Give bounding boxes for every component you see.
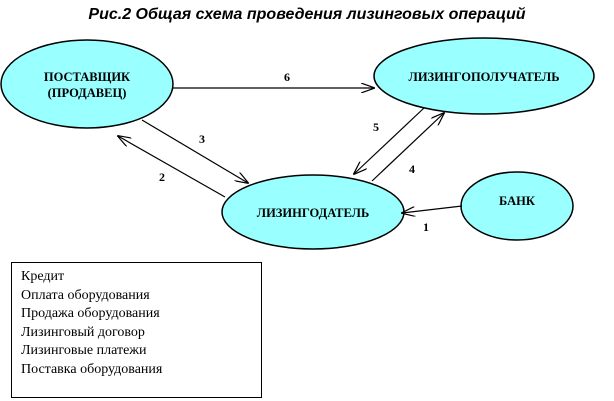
arrow-number-1: 1 (423, 220, 429, 234)
arrow-number-6: 6 (284, 70, 290, 84)
lessee-label: ЛИЗИНГОПОЛУЧАТЕЛЬ (409, 70, 560, 84)
arrow-lessee-to-lessor (354, 107, 425, 174)
arrow-lessor-to-lessee (371, 113, 444, 182)
legend-item-1: Кредит (21, 269, 65, 284)
legend-item-2: Оплата оборудования (21, 287, 150, 303)
legend-box: Кредит Оплата оборудования Продажа обору… (11, 262, 262, 398)
arrow-number-2: 2 (159, 170, 165, 184)
arrow-number-4: 4 (409, 162, 415, 176)
arrow-bank-to-lessor (402, 205, 463, 213)
arrow-number-5: 5 (373, 120, 379, 134)
arrow-number-3: 3 (199, 132, 205, 146)
diagram-title: Рис.2 Общая схема проведения лизинговых … (88, 6, 526, 23)
arrow-lessor-to-supplier (118, 136, 226, 198)
arrow-supplier-to-lessor (141, 119, 248, 183)
supplier-label-line1: ПОСТАВЩИК (44, 70, 130, 84)
legend-item-6: Поставка оборудования (21, 361, 163, 377)
legend-item-3: Продажа оборудования (21, 306, 160, 321)
legend-item-4: Лизинговый договор (21, 324, 145, 340)
bank-label: БАНК (499, 194, 535, 208)
lessor-label: ЛИЗИНГОДАТЕЛЬ (257, 206, 369, 220)
legend-item-5: Лизинговые платежи (21, 343, 147, 358)
supplier-label-line2: (ПРОДАВЕЦ) (48, 86, 127, 100)
supplier-node (0, 39, 174, 129)
lessee-node (373, 37, 595, 115)
